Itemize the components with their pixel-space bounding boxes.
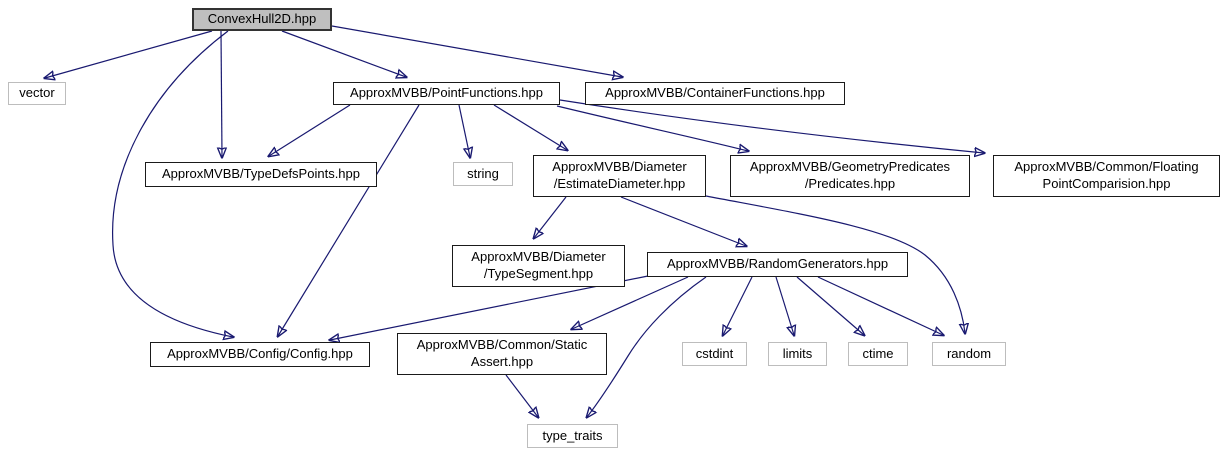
- node-typesegment[interactable]: ApproxMVBB/Diameter /TypeSegment.hpp: [452, 245, 625, 287]
- node-cstdint[interactable]: cstdint: [682, 342, 747, 366]
- edge-pointfunctions-to-estimatediameter: [493, 104, 567, 150]
- node-ctime[interactable]: ctime: [848, 342, 908, 366]
- edge-randomgenerators-to-ctime: [796, 276, 864, 335]
- node-vector[interactable]: vector: [8, 82, 66, 105]
- node-random[interactable]: random: [932, 342, 1006, 366]
- node-convexhull2d[interactable]: ConvexHull2D.hpp: [192, 8, 332, 31]
- node-typedefspoints[interactable]: ApproxMVBB/TypeDefsPoints.hpp: [145, 162, 377, 187]
- node-estimatediameter[interactable]: ApproxMVBB/Diameter /EstimateDiameter.hp…: [533, 155, 706, 197]
- edge-pointfunctions-to-typedefspoints: [269, 104, 351, 156]
- edge-estimatediameter-to-typesegment: [534, 196, 567, 238]
- node-string[interactable]: string: [453, 162, 513, 186]
- edge-randomgenerators-to-limits: [775, 276, 794, 335]
- node-staticassert[interactable]: ApproxMVBB/Common/Static Assert.hpp: [397, 333, 607, 375]
- edge-pointfunctions-to-predicates: [556, 105, 748, 151]
- node-config[interactable]: ApproxMVBB/Config/Config.hpp: [150, 342, 370, 367]
- edge-staticassert-to-type_traits: [505, 374, 538, 417]
- node-randomgenerators[interactable]: ApproxMVBB/RandomGenerators.hpp: [647, 252, 908, 277]
- node-floatingpointcomparision[interactable]: ApproxMVBB/Common/Floating PointComparis…: [993, 155, 1220, 197]
- node-containerfunctions[interactable]: ApproxMVBB/ContainerFunctions.hpp: [585, 82, 845, 105]
- edge-convexhull2d-to-typedefspoints: [221, 30, 222, 157]
- node-pointfunctions[interactable]: ApproxMVBB/PointFunctions.hpp: [333, 82, 560, 105]
- edge-convexhull2d-to-pointfunctions: [281, 30, 406, 77]
- edge-convexhull2d-to-vector: [45, 30, 213, 78]
- node-type_traits[interactable]: type_traits: [527, 424, 618, 448]
- edge-randomgenerators-to-random: [817, 276, 943, 335]
- edge-randomgenerators-to-cstdint: [723, 276, 753, 335]
- edge-pointfunctions-to-string: [458, 104, 470, 157]
- edge-estimatediameter-to-randomgenerators: [620, 196, 746, 246]
- node-limits[interactable]: limits: [768, 342, 827, 366]
- node-predicates[interactable]: ApproxMVBB/GeometryPredicates /Predicate…: [730, 155, 970, 197]
- edge-pointfunctions-to-floatingpointcomparision: [559, 99, 984, 153]
- edge-convexhull2d-to-containerfunctions: [331, 25, 622, 77]
- edge-pointfunctions-to-config: [278, 104, 420, 336]
